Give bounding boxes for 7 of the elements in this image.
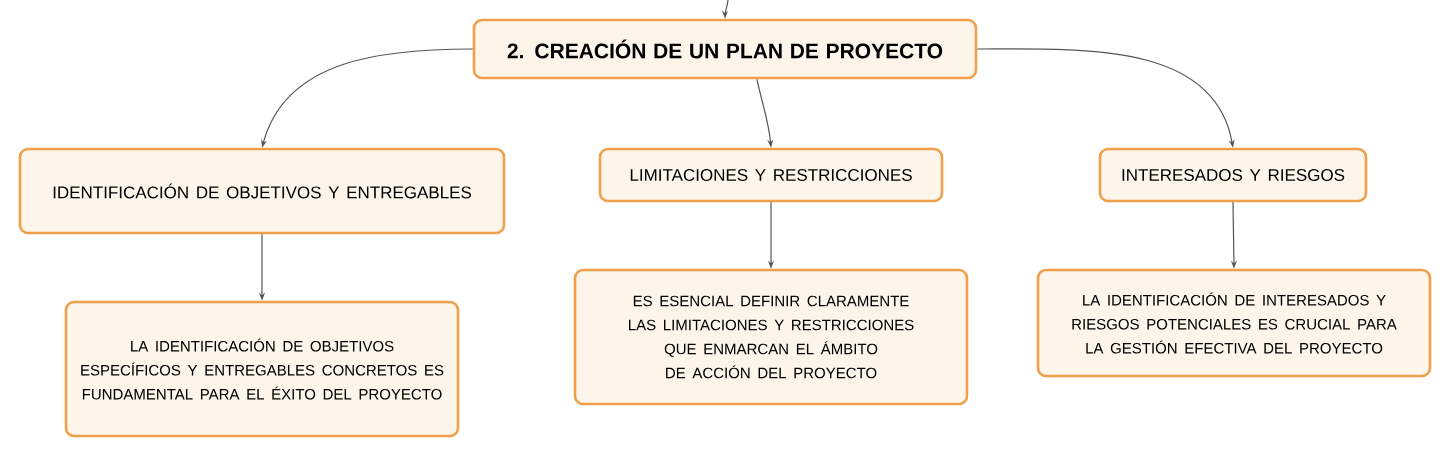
- description-box: LA IDENTIFICACIÓN DE OBJETIVOS ESPECÍFICOS Y ENTREGABLES CONCRETOS ES FUNDAMENTAL PARA EL ÉXITO DEL PROYECTO: [64, 300, 460, 438]
- description-box: ES ESENCIAL DEFINIR CLARAMENTE LAS LIMITACIONES Y RESTRICCIONES QUE ENMARCAN EL ÁMBITO DE ACCIÓN DEL PROYECTO: [573, 268, 969, 406]
- subtopic-box: IDENTIFICACIÓN DE OBJETIVOS Y ENTREGABLES: [18, 147, 506, 235]
- subtopic-box: INTERESADOS Y RIESGOS: [1098, 147, 1368, 203]
- topic-box: 2. CREACIÓN DE UN PLAN DE PROYECTO: [472, 18, 978, 80]
- description-box: LA IDENTIFICACIÓN DE INTERESADOS Y RIESGOS POTENCIALES ES CRUCIAL PARA LA GESTIÓN EFECTIVA DEL PROYECTO: [1036, 268, 1432, 378]
- subtopic-box: LIMITACIONES Y RESTRICCIONES: [598, 147, 944, 203]
